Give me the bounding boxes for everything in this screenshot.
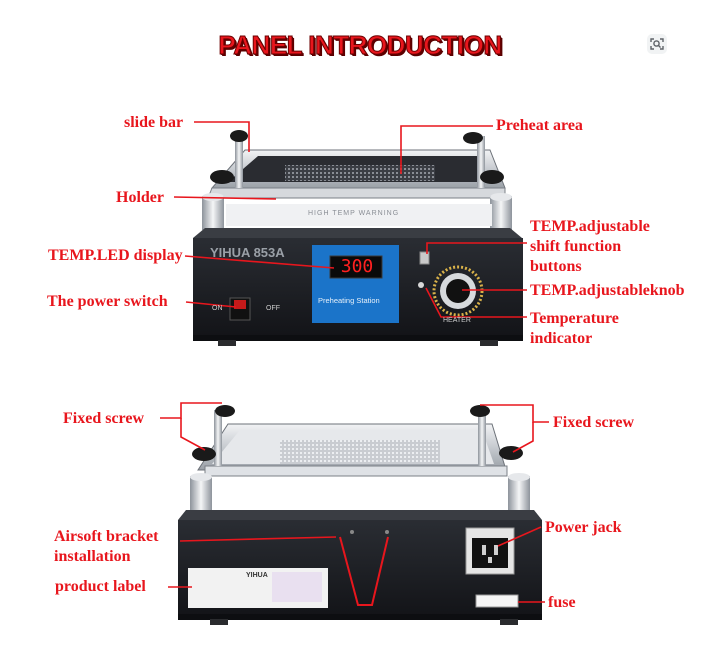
plate-warning-text: HIGH TEMP WARNING bbox=[308, 210, 400, 217]
leader-lines bbox=[160, 121, 549, 603]
front-device bbox=[193, 130, 523, 346]
label-holder: Holder bbox=[116, 189, 164, 206]
label-product-label: product label bbox=[55, 578, 146, 595]
brand-text: YIHUA 853A bbox=[210, 245, 285, 260]
page-title: PANEL INTRODUCTION bbox=[218, 30, 503, 61]
label-power-switch: The power switch bbox=[47, 293, 168, 310]
label-fixed-screw-right: Fixed screw bbox=[553, 414, 635, 431]
label-slide-bar: slide bar bbox=[124, 114, 184, 131]
led-display: 300 bbox=[340, 256, 374, 277]
label-temp-adjustable-shift: TEMP.adjustable shift function buttons bbox=[530, 218, 650, 275]
label-fuse: fuse bbox=[548, 594, 576, 611]
rear-logo: YIHUA bbox=[246, 572, 268, 579]
label-temp-adjustable-knob: TEMP.adjustableknob bbox=[530, 282, 685, 299]
knob-label: HEATER bbox=[443, 317, 471, 324]
label-temperature-indicator: Temperature indicator bbox=[530, 310, 619, 347]
switch-on-label: ON bbox=[212, 305, 223, 312]
label-airsoft-bracket: Airsoft bracket installation bbox=[54, 528, 159, 565]
label-power-jack: Power jack bbox=[545, 519, 622, 536]
label-preheat-area: Preheat area bbox=[496, 117, 583, 134]
label-fixed-screw-left: Fixed screw bbox=[63, 410, 145, 427]
visual-search-icon[interactable] bbox=[646, 33, 668, 55]
rear-device bbox=[178, 405, 542, 625]
switch-off-label: OFF bbox=[266, 305, 280, 312]
label-temp-led-display: TEMP.LED display bbox=[48, 247, 183, 264]
display-caption: Preheating Station bbox=[318, 296, 380, 305]
